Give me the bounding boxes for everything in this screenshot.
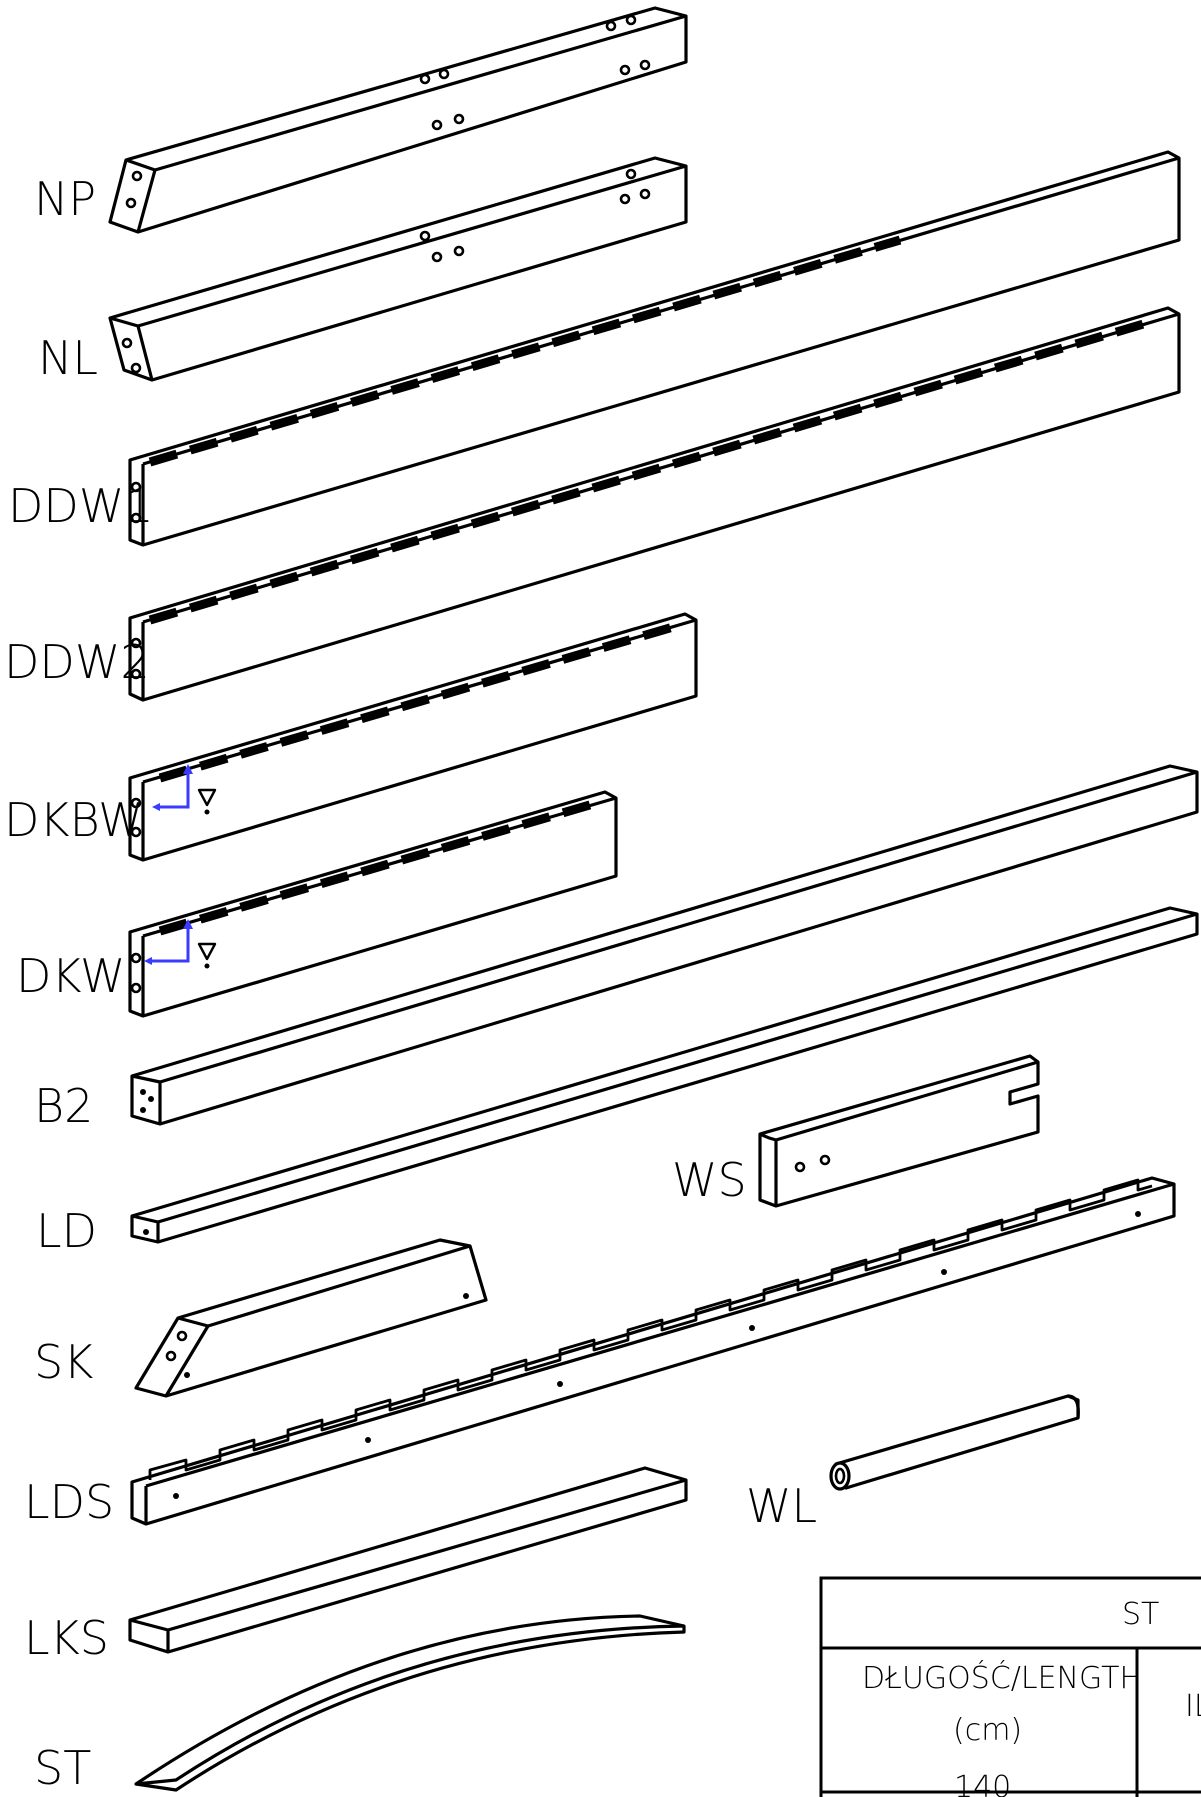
label-ddw1: DDW1: [8, 479, 154, 533]
part-np: [108, 6, 688, 234]
part-ddw2: [128, 306, 1181, 702]
table-col-qty: IL: [1185, 1689, 1201, 1724]
part-ws: [758, 1054, 1040, 1208]
label-np: NP: [34, 172, 96, 226]
part-lks: [128, 1466, 688, 1654]
part-nl: [108, 156, 688, 382]
label-lds: LDS: [24, 1475, 114, 1529]
label-ws: WS: [672, 1153, 747, 1207]
part-wl: [829, 1394, 1080, 1491]
table-col-length-line2: (cm): [953, 1713, 1022, 1748]
length-table: ST DŁUGOŚĆ/LENGTH (cm) IL 140: [819, 1576, 1201, 1797]
label-lks: LKS: [24, 1611, 109, 1665]
label-ld: LD: [36, 1204, 97, 1258]
label-ddw2: DDW2: [4, 635, 150, 689]
part-ddw1: [128, 150, 1181, 547]
part-sk: [134, 1238, 488, 1398]
part-st: [134, 1614, 686, 1792]
label-st: ST: [34, 1741, 91, 1795]
table-first-value: 140: [954, 1770, 1011, 1797]
label-sk: SK: [34, 1335, 93, 1389]
part-dkw: [128, 790, 618, 1018]
label-b2: B2: [34, 1079, 93, 1133]
label-dkw: DKW: [16, 949, 125, 1003]
part-dkbw: [128, 612, 698, 862]
table-title: ST: [1122, 1597, 1159, 1632]
label-dkbw: DKBW: [4, 793, 144, 847]
part-ld: [130, 906, 1199, 1244]
label-wl: WL: [746, 1479, 817, 1533]
part-b2: [130, 764, 1199, 1126]
label-nl: NL: [38, 331, 98, 385]
part-lds: [130, 1176, 1176, 1526]
table-col-length-line1: DŁUGOŚĆ/LENGTH: [862, 1659, 1142, 1696]
